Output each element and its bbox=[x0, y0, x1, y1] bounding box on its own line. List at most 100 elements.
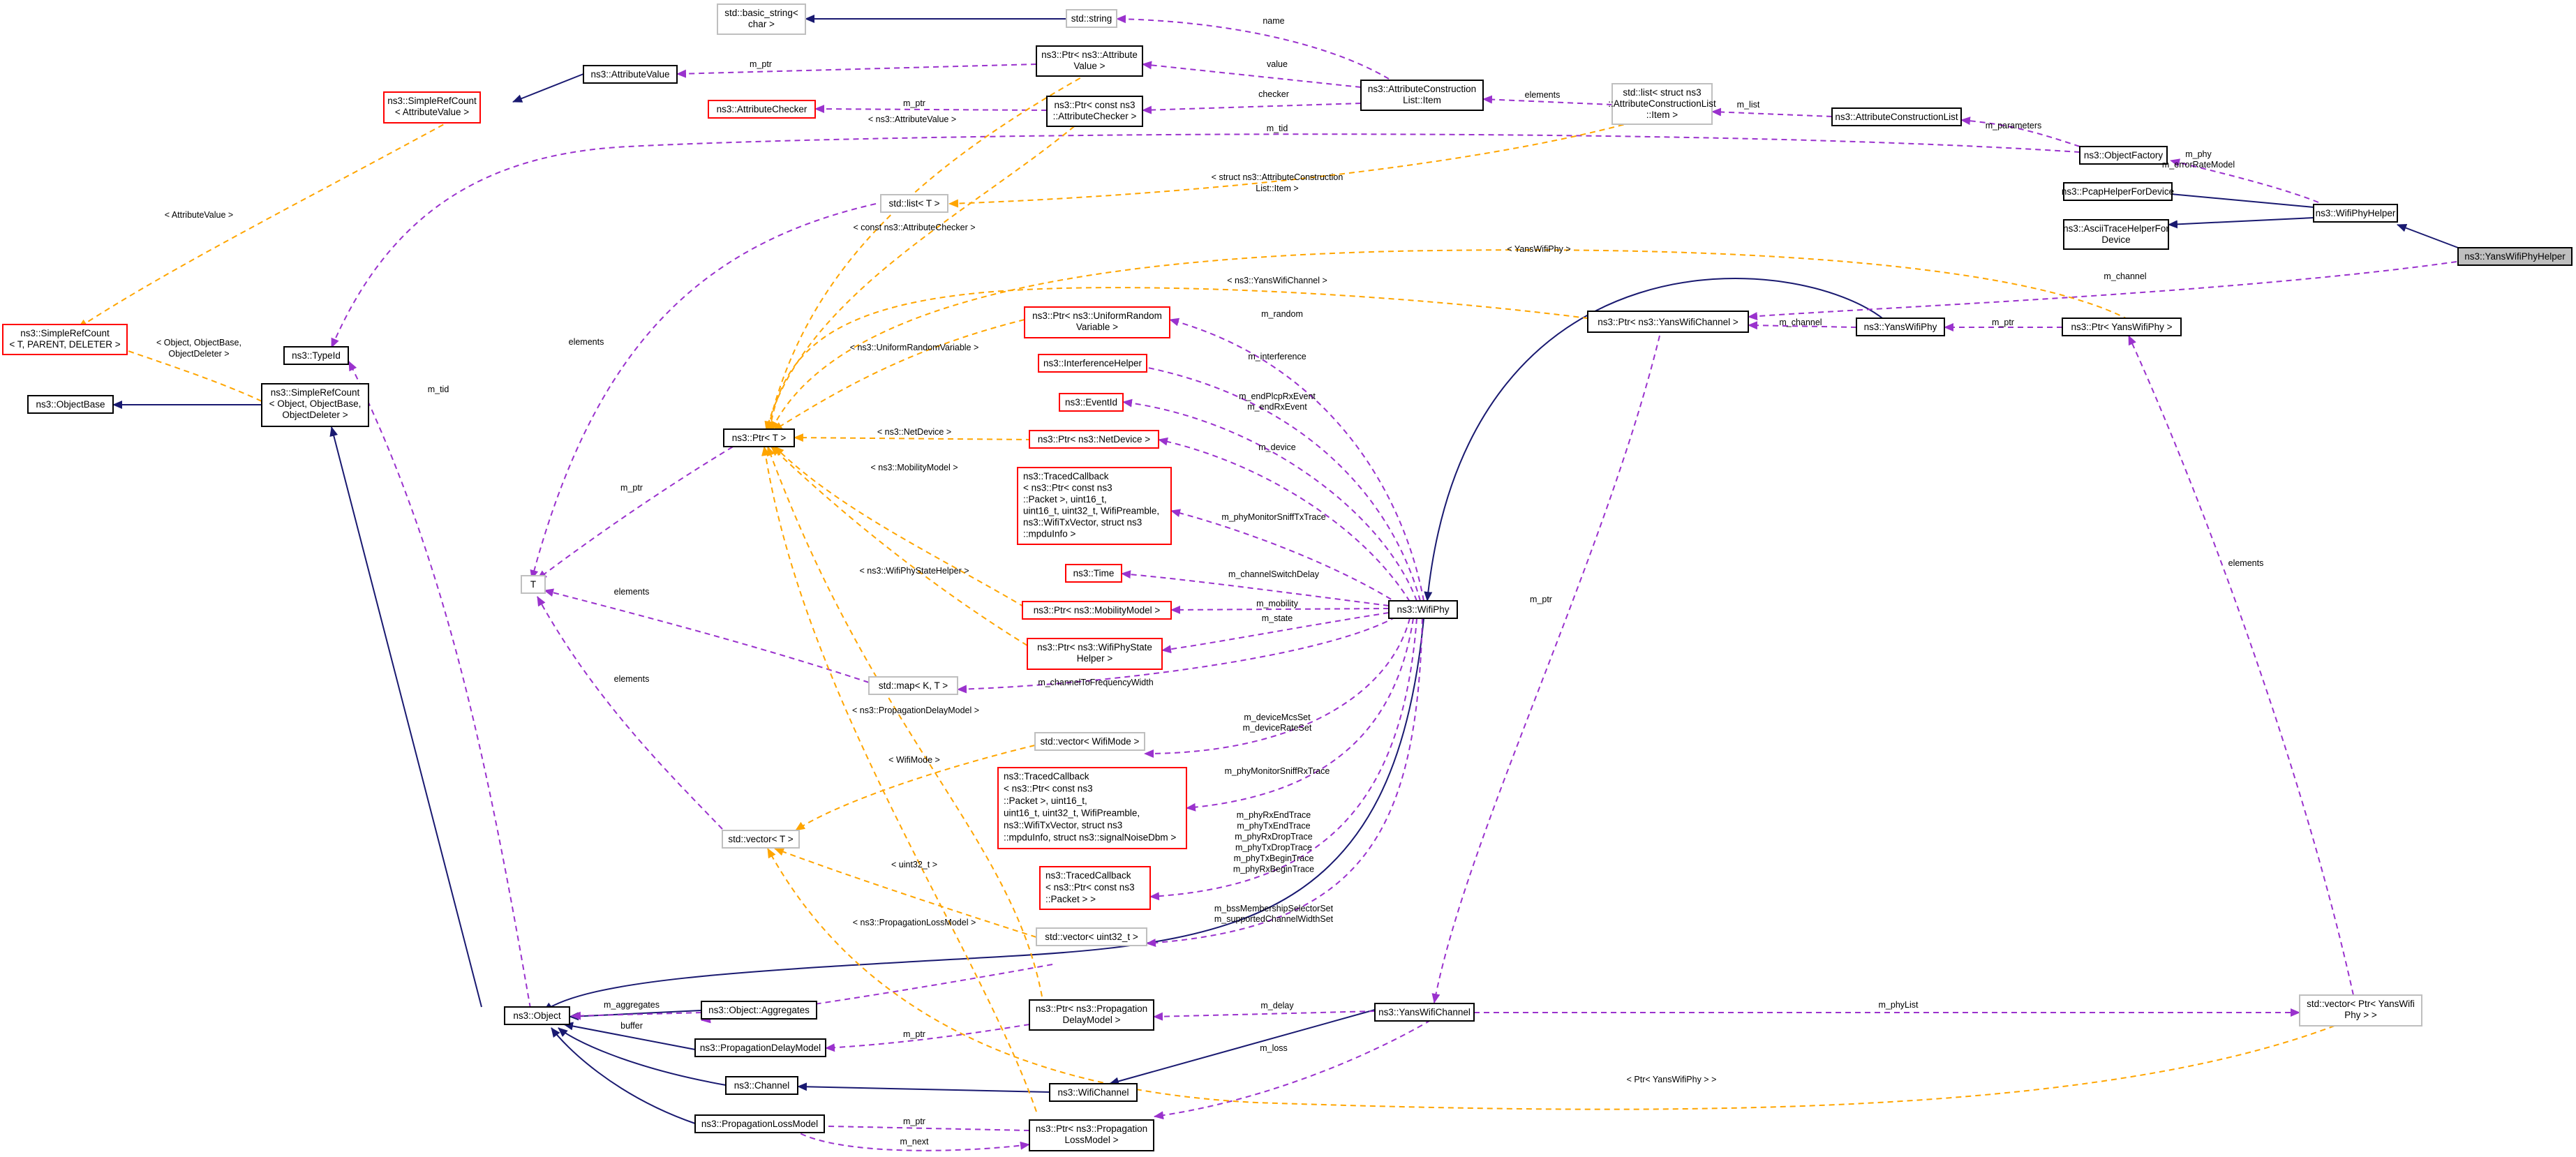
node-typeid[interactable]: ns3::TypeId bbox=[283, 346, 349, 365]
node-eventid[interactable]: ns3::EventId bbox=[1059, 393, 1124, 412]
node-basicstring[interactable]: std::basic_string<char > bbox=[717, 3, 806, 35]
node-stdmap-label: std::map< K, T > bbox=[879, 680, 948, 691]
edge-use-stdmap bbox=[957, 616, 1397, 694]
edge-tpl-ptr-proploss bbox=[761, 446, 1037, 1112]
edge-label-elements-t3: elements bbox=[614, 674, 650, 684]
edge-use-mobility bbox=[1170, 605, 1390, 614]
node-src-attrvalue[interactable]: ns3::SimpleRefCount< AttributeValue > bbox=[383, 91, 481, 124]
node-ptr-yanschannel-label: ns3::Ptr< ns3::YansWifiChannel > bbox=[1598, 317, 1739, 327]
node-ptr-yansphy[interactable]: ns3::Ptr< YansWifiPhy > bbox=[2062, 318, 2182, 336]
node-ptr-mobility[interactable]: ns3::Ptr< ns3::MobilityModel > bbox=[1022, 601, 1172, 620]
edge-label-tpl-proploss: < ns3::PropagationLossModel > bbox=[853, 918, 976, 927]
node-ptr-netdevice[interactable]: ns3::Ptr< ns3::NetDevice > bbox=[1029, 430, 1159, 449]
edge-tpl-stdlist-item bbox=[948, 121, 1634, 208]
node-channel[interactable]: ns3::Channel bbox=[725, 1076, 798, 1095]
node-tc-rx[interactable]: ns3::TracedCallback< ns3::Ptr< const ns3… bbox=[997, 767, 1187, 849]
edge-tpl-ptr-mobility bbox=[774, 446, 1025, 608]
edge-tpl-src-object bbox=[98, 339, 262, 402]
node-ptr-attrchecker[interactable]: ns3::Ptr< const ns3::AttributeChecker > bbox=[1046, 96, 1143, 127]
node-objectfactory[interactable]: ns3::ObjectFactory bbox=[2079, 146, 2168, 165]
node-stdstring-label: std::string bbox=[1071, 13, 1112, 24]
edge-use-ptrattr-value bbox=[1142, 61, 1362, 88]
node-wifiphyhelper[interactable]: ns3::WifiPhyHelper bbox=[2313, 204, 2398, 223]
edge-label-tpl-urv: < ns3::UniformRandomVariable > bbox=[850, 343, 979, 352]
node-propdelaymodel[interactable]: ns3::PropagationDelayModel bbox=[694, 1038, 826, 1057]
edge-label-tpl-ptryansphy: < Ptr< YansWifiPhy > > bbox=[1627, 1075, 1717, 1084]
node-stdlist-item[interactable]: std::list< struct ns3::AttributeConstruc… bbox=[1608, 83, 1716, 125]
node-tc-packet[interactable]: ns3::TracedCallback< ns3::Ptr< const ns3… bbox=[1039, 866, 1151, 910]
node-t[interactable]: T bbox=[521, 575, 546, 594]
edge-label-mptr-checker: m_ptr bbox=[903, 98, 925, 108]
edge-inherit-attrvalue-src bbox=[512, 73, 584, 103]
node-attributevalue[interactable]: ns3::AttributeValue bbox=[583, 65, 678, 84]
edge-tpl-ptr-phystate bbox=[770, 446, 1028, 646]
node-ptr-t[interactable]: ns3::Ptr< T > bbox=[723, 428, 795, 447]
node-wifichannel[interactable]: ns3::WifiChannel bbox=[1049, 1083, 1138, 1102]
node-wifiphy[interactable]: ns3::WifiPhy bbox=[1388, 600, 1458, 619]
node-src-attrvalue-label: ns3::SimpleRefCount< AttributeValue > bbox=[387, 96, 477, 117]
edge-inherit-yanshelper-wifiphyhelper bbox=[2397, 223, 2464, 251]
edge-tpl-ptr-netdevice bbox=[794, 433, 1032, 442]
edge-inherit-yansphy-wifiphy bbox=[1424, 278, 1886, 602]
node-stdlist-t[interactable]: std::list< T > bbox=[880, 194, 948, 213]
node-objectbase[interactable]: ns3::ObjectBase bbox=[27, 395, 114, 414]
node-yanswifiphyhelper-label: ns3::YansWifiPhyHelper bbox=[2464, 251, 2566, 262]
edge-inherit-channel-object bbox=[558, 1027, 727, 1086]
edge-use-item-elements bbox=[1482, 95, 1613, 105]
node-vec-uint32[interactable]: std::vector< uint32_t > bbox=[1036, 927, 1147, 946]
edge-use-typeid-mtid-left bbox=[348, 361, 531, 1009]
node-stdmap[interactable]: std::map< K, T > bbox=[868, 676, 958, 695]
node-attrconstructionlist-label: ns3::AttributeConstructionList bbox=[1835, 112, 1958, 122]
edge-use-eventid bbox=[1122, 398, 1417, 602]
edge-label-mdevice: m_device bbox=[1258, 442, 1296, 452]
node-attrconstructionlist[interactable]: ns3::AttributeConstructionList bbox=[1831, 107, 1962, 126]
node-attributechecker[interactable]: ns3::AttributeChecker bbox=[708, 100, 816, 119]
edge-label-mstate: m_state bbox=[1262, 613, 1293, 623]
node-yanswifiphy[interactable]: ns3::YansWifiPhy bbox=[1856, 318, 1945, 336]
node-tc-tx[interactable]: ns3::TracedCallback< ns3::Ptr< const ns3… bbox=[1017, 467, 1172, 545]
node-vec-t[interactable]: std::vector< T > bbox=[722, 830, 800, 849]
node-pcaphelper[interactable]: ns3::PcapHelperForDevice bbox=[2062, 182, 2174, 201]
node-vec-wifimode[interactable]: std::vector< WifiMode > bbox=[1034, 732, 1145, 751]
edge-label-maggregates: m_aggregates bbox=[604, 1000, 660, 1010]
node-channel-label: ns3::Channel bbox=[734, 1080, 790, 1091]
node-proplossmodel[interactable]: ns3::PropagationLossModel bbox=[694, 1114, 825, 1133]
node-tc-rx-label: ns3::TracedCallback< ns3::Ptr< const ns3… bbox=[1004, 771, 1176, 843]
node-vec-t-label: std::vector< T > bbox=[728, 834, 793, 844]
node-src-tparent[interactable]: ns3::SimpleRefCount< T, PARENT, DELETER … bbox=[2, 324, 128, 355]
edge-inherit-proploss-object bbox=[551, 1027, 696, 1124]
node-interferencehelper[interactable]: ns3::InterferenceHelper bbox=[1038, 354, 1147, 373]
edge-label-mchannel-top: m_channel bbox=[2104, 271, 2146, 281]
node-yanswifichannel[interactable]: ns3::YansWifiChannel bbox=[1374, 1003, 1475, 1022]
node-aggregates[interactable]: ns3::Object::Aggregates bbox=[701, 1001, 817, 1020]
edge-label-mptr-proploss: m_ptr bbox=[903, 1117, 925, 1126]
node-yanswifiphyhelper[interactable]: ns3::YansWifiPhyHelper bbox=[2457, 247, 2573, 266]
node-object[interactable]: ns3::Object bbox=[504, 1006, 570, 1025]
edge-tpl-src-attrvalue bbox=[77, 114, 461, 329]
node-time[interactable]: ns3::Time bbox=[1065, 564, 1122, 583]
edge-use-attrvalue-mptr bbox=[676, 64, 1037, 78]
node-src-object[interactable]: ns3::SimpleRefCount< Object, ObjectBase,… bbox=[261, 383, 369, 427]
node-interferencehelper-label: ns3::InterferenceHelper bbox=[1043, 358, 1142, 368]
edge-use-mptr-proploss bbox=[796, 1121, 1030, 1131]
node-ptr-yanschannel[interactable]: ns3::Ptr< ns3::YansWifiChannel > bbox=[1587, 311, 1749, 333]
node-attributevalue-label: ns3::AttributeValue bbox=[590, 69, 669, 80]
edge-use-attrchecker-mptr bbox=[814, 105, 1048, 114]
edge-label-tpl-objectbase: < Object, ObjectBase,ObjectDeleter > bbox=[156, 338, 241, 359]
node-stdstring[interactable]: std::string bbox=[1066, 9, 1117, 28]
node-tc-tx-label: ns3::TracedCallback< ns3::Ptr< const ns3… bbox=[1023, 471, 1159, 539]
